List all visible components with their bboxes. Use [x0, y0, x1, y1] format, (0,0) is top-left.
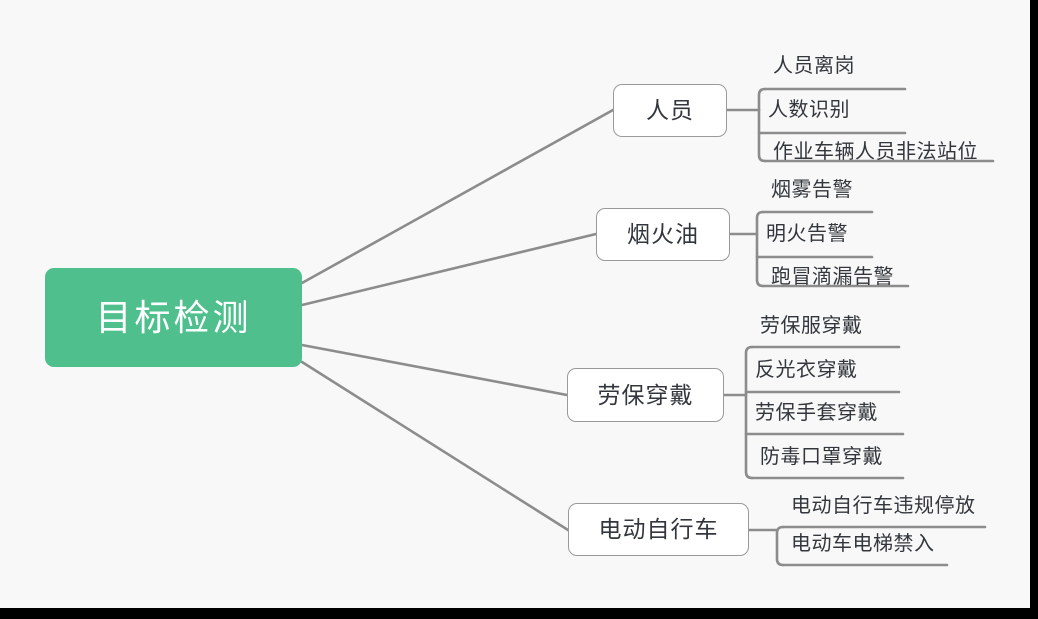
- branch-node-1[interactable]: 人员: [613, 84, 727, 137]
- leaf-node-3-1[interactable]: 劳保服穿戴: [760, 315, 863, 337]
- leaf-node-2-3[interactable]: 跑冒滴漏告警: [771, 266, 894, 288]
- leaf-node-3-4[interactable]: 防毒口罩穿戴: [760, 446, 883, 468]
- branch-node-4[interactable]: 电动自行车: [568, 503, 749, 556]
- edge-root-to-branch-2: [300, 232, 598, 307]
- branch-node-3-label: 劳保穿戴: [597, 381, 694, 408]
- leaf-node-2-1[interactable]: 烟雾告警: [771, 179, 853, 201]
- edge-root-to-branch-4: [300, 360, 570, 532]
- root-node[interactable]: 目标检测: [45, 268, 302, 367]
- bottom-edge-bar: [0, 608, 1038, 619]
- leaf-node-2-2[interactable]: 明火告警: [766, 223, 848, 245]
- branch-node-4-label: 电动自行车: [598, 516, 719, 542]
- leaf-node-4-1[interactable]: 电动自行车违规停放: [791, 495, 976, 517]
- leaf-node-3-3[interactable]: 劳保手套穿戴: [755, 402, 878, 424]
- mindmap-canvas[interactable]: 目标检测 人员 人员离岗 人数识别 作业车辆人员非法站位 烟火油 烟雾告警 明火…: [0, 0, 1030, 608]
- edge-root-to-branch-1: [300, 108, 615, 285]
- spine-branch-3: [744, 345, 754, 480]
- leaf-node-4-2[interactable]: 电动车电梯禁入: [791, 533, 935, 555]
- branch-node-1-label: 人员: [646, 97, 694, 123]
- branch-node-2-label: 烟火油: [627, 221, 699, 247]
- right-edge-bar: [1030, 0, 1038, 611]
- edge-root-to-branch-3: [300, 343, 569, 397]
- leaf-node-1-1[interactable]: 人员离岗: [773, 55, 855, 77]
- spine-branch-4: [775, 525, 785, 567]
- leaf-node-1-2[interactable]: 人数识别: [768, 99, 850, 121]
- leaf-node-1-3[interactable]: 作业车辆人员非法站位: [773, 141, 978, 163]
- root-node-label: 目标检测: [95, 296, 252, 338]
- branch-node-2[interactable]: 烟火油: [596, 208, 730, 261]
- branch-node-3[interactable]: 劳保穿戴: [567, 368, 724, 422]
- leaf-node-3-2[interactable]: 反光衣穿戴: [755, 359, 858, 381]
- spine-branch-1: [757, 87, 767, 163]
- spine-branch-2: [755, 210, 765, 288]
